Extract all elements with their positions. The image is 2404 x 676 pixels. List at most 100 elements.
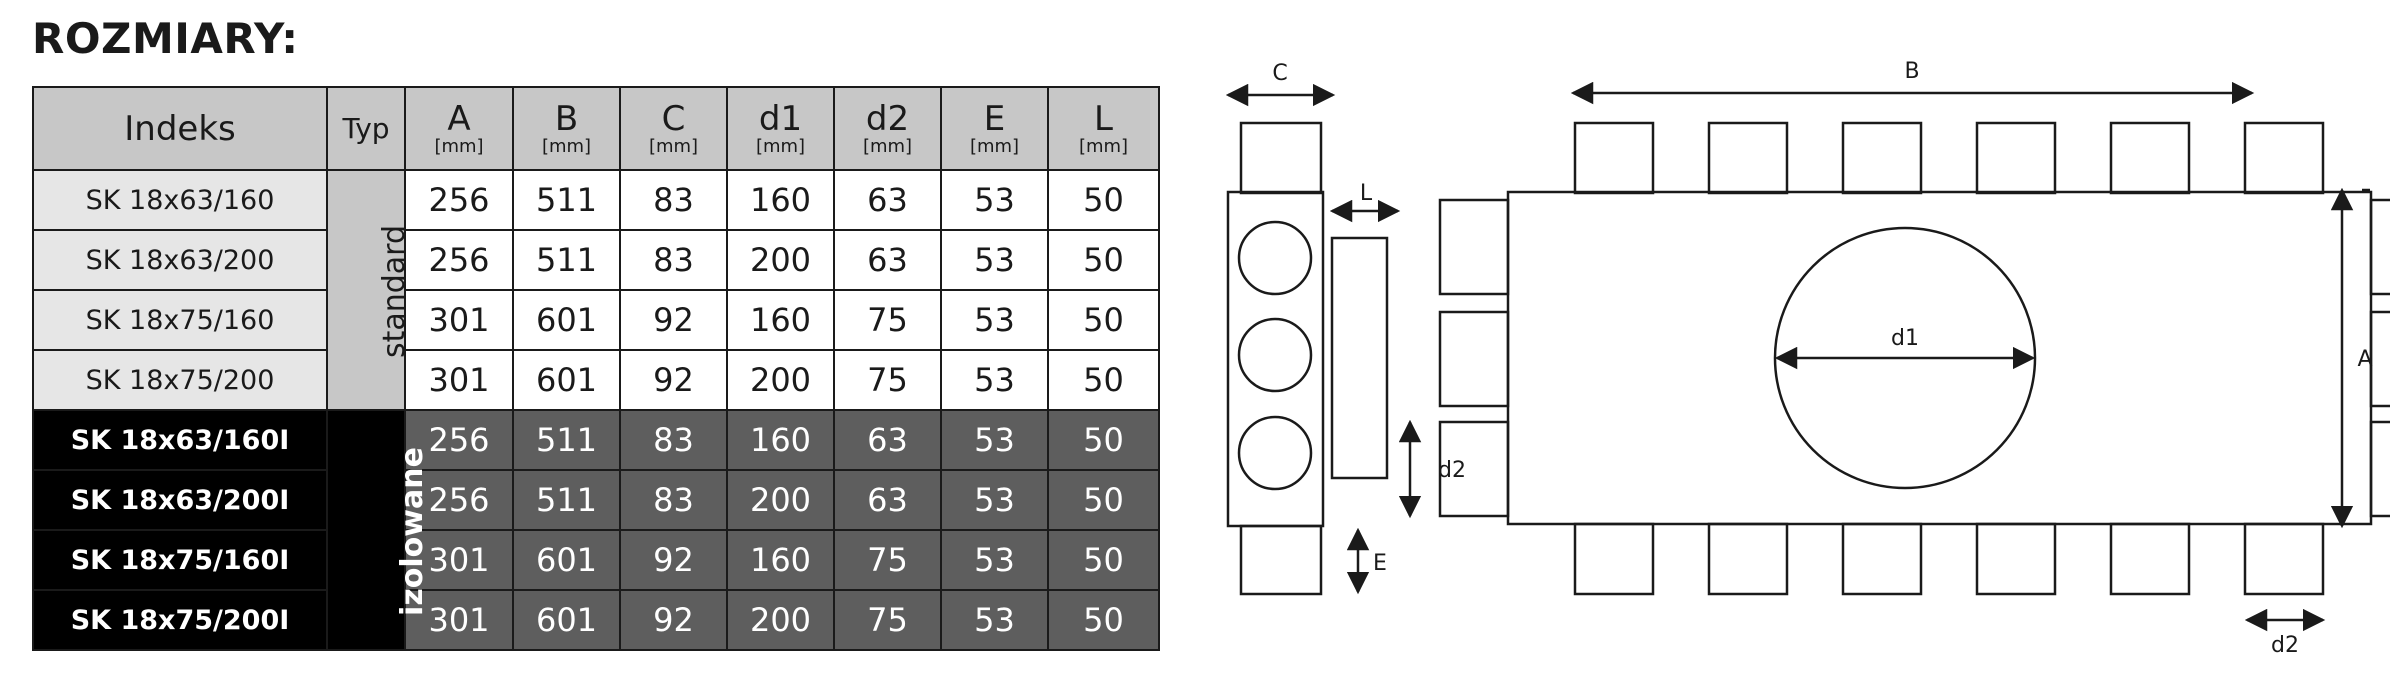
- cell-c: 83: [619, 469, 728, 531]
- label-a: A: [2357, 347, 2372, 372]
- cell-e: 53: [940, 409, 1049, 471]
- side-outlet: [1330, 236, 1389, 480]
- row-index: SK 18x63/200I: [32, 469, 328, 531]
- cell-e: 53: [940, 349, 1049, 411]
- label-c: C: [1272, 61, 1287, 86]
- cell-c: 92: [619, 289, 728, 351]
- bottom-spigot: [2243, 522, 2325, 596]
- header-symbol: C: [661, 98, 686, 139]
- type-cell-izolowane: izolowane: [326, 409, 430, 651]
- cell-b: 511: [512, 229, 621, 291]
- type-label: standard: [377, 224, 413, 359]
- top-spigot: [2109, 121, 2191, 195]
- table-row: SK 18x75/160 301 601 92 160 75 53 50: [32, 289, 1160, 351]
- row-index: SK 18x63/160I: [32, 409, 328, 471]
- cell-b: 601: [512, 349, 621, 411]
- label-d2-bottom: d2: [2271, 633, 2299, 658]
- cell-a: 301: [404, 529, 514, 591]
- side-top-spigot: [1239, 121, 1323, 195]
- cell-a: 301: [404, 289, 514, 351]
- bottom-spigot: [1573, 522, 1655, 596]
- cell-l: 50: [1047, 349, 1160, 411]
- header-col-a: A[mm]: [404, 86, 514, 171]
- cell-a: 256: [404, 169, 514, 231]
- left-spigot: [1438, 420, 1510, 518]
- table-header-row: Indeks Typ A[mm] B[mm] C[mm] d1[mm] d2[m…: [32, 86, 1160, 171]
- header-symbol: B: [554, 98, 579, 139]
- table-row: SK 18x63/160 standard 256 511 83 160 63 …: [32, 169, 1160, 411]
- cell-d1: 160: [726, 169, 835, 231]
- side-bottom-spigot: [1239, 524, 1323, 596]
- cell-c: 83: [619, 169, 728, 231]
- table-row: SK 18x63/200 256 511 83 200 63 53 50: [32, 229, 1160, 291]
- header-symbol: E: [983, 98, 1006, 139]
- cell-b: 601: [512, 289, 621, 351]
- header-index: Indeks: [32, 86, 328, 171]
- type-label: izolowane: [394, 447, 430, 616]
- right-spigot: [2369, 198, 2390, 296]
- label-e: E: [1373, 551, 1387, 576]
- side-port-circle: [1237, 220, 1313, 296]
- table-row: SK 18x63/200I 256 511 83 200 63 53 50: [32, 469, 1160, 531]
- page-title: ROZMIARY:: [32, 14, 299, 63]
- cell-e: 53: [940, 229, 1049, 291]
- cell-d2: 63: [833, 469, 942, 531]
- header-col-d2: d2[mm]: [833, 86, 942, 171]
- header-type: Typ: [326, 86, 406, 171]
- row-index: SK 18x75/200: [32, 349, 328, 411]
- label-b: B: [1904, 59, 1919, 84]
- top-spigot: [1975, 121, 2057, 195]
- header-unit: [mm]: [434, 135, 484, 157]
- cell-b: 601: [512, 529, 621, 591]
- cell-d1: 200: [726, 469, 835, 531]
- table-row: SK 18x75/200I 301 601 92 200 75 53 50: [32, 589, 1160, 651]
- cell-b: 511: [512, 169, 621, 231]
- dimensions-table: Indeks Typ A[mm] B[mm] C[mm] d1[mm] d2[m…: [32, 86, 1160, 651]
- cell-a: 256: [404, 469, 514, 531]
- header-col-c: C[mm]: [619, 86, 728, 171]
- cell-d1: 160: [726, 289, 835, 351]
- table-row: SK 18x75/160I 301 601 92 160 75 53 50: [32, 529, 1160, 591]
- row-index: SK 18x63/160: [32, 169, 328, 231]
- cell-d1: 160: [726, 529, 835, 591]
- cell-e: 53: [940, 589, 1049, 651]
- cell-e: 53: [940, 529, 1049, 591]
- bottom-spigot: [1841, 522, 1923, 596]
- cell-e: 53: [940, 289, 1049, 351]
- bottom-spigot: [1707, 522, 1789, 596]
- cell-c: 92: [619, 529, 728, 591]
- header-symbol: d2: [865, 98, 910, 139]
- table-row: SK 18x63/160I izolowane 256 511 83 160 6…: [32, 409, 1160, 651]
- cell-l: 50: [1047, 529, 1160, 591]
- header-unit: [mm]: [969, 135, 1020, 157]
- right-spigot: [2369, 310, 2390, 408]
- cell-l: 50: [1047, 169, 1160, 231]
- cell-l: 50: [1047, 469, 1160, 531]
- cell-a: 256: [404, 409, 514, 471]
- left-spigot: [1438, 198, 1510, 296]
- cell-d1: 200: [726, 589, 835, 651]
- bottom-spigot: [2109, 522, 2191, 596]
- cell-l: 50: [1047, 229, 1160, 291]
- row-index: SK 18x63/200: [32, 229, 328, 291]
- cell-d1: 200: [726, 349, 835, 411]
- cell-d2: 75: [833, 349, 942, 411]
- table-row: SK 18x75/200 301 601 92 200 75 53 50: [32, 349, 1160, 411]
- cell-d1: 160: [726, 409, 835, 471]
- cell-d2: 63: [833, 409, 942, 471]
- cell-b: 511: [512, 409, 621, 471]
- cell-d2: 63: [833, 169, 942, 231]
- header-unit: [mm]: [648, 135, 699, 157]
- side-port-circle: [1237, 415, 1313, 491]
- cell-e: 53: [940, 169, 1049, 231]
- cell-d2: 63: [833, 229, 942, 291]
- cell-c: 83: [619, 229, 728, 291]
- header-symbol: d1: [758, 98, 803, 139]
- front-view: [1398, 81, 2390, 632]
- cell-a: 256: [404, 229, 514, 291]
- cell-d2: 75: [833, 529, 942, 591]
- cell-c: 92: [619, 349, 728, 411]
- bottom-spigot: [1975, 522, 2057, 596]
- header-unit: [mm]: [755, 135, 806, 157]
- header-col-d1: d1[mm]: [726, 86, 835, 171]
